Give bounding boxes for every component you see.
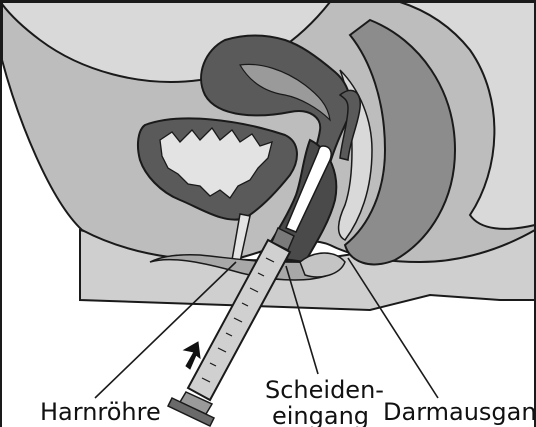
label-darmausgang: Darmausgang bbox=[383, 398, 536, 426]
label-scheideneingang-line2: eingang bbox=[272, 402, 369, 427]
label-harnrohre: Harnröhre bbox=[40, 398, 161, 426]
label-scheideneingang-line1: Scheiden- bbox=[265, 376, 384, 404]
arrow-up-right-icon bbox=[184, 342, 200, 369]
